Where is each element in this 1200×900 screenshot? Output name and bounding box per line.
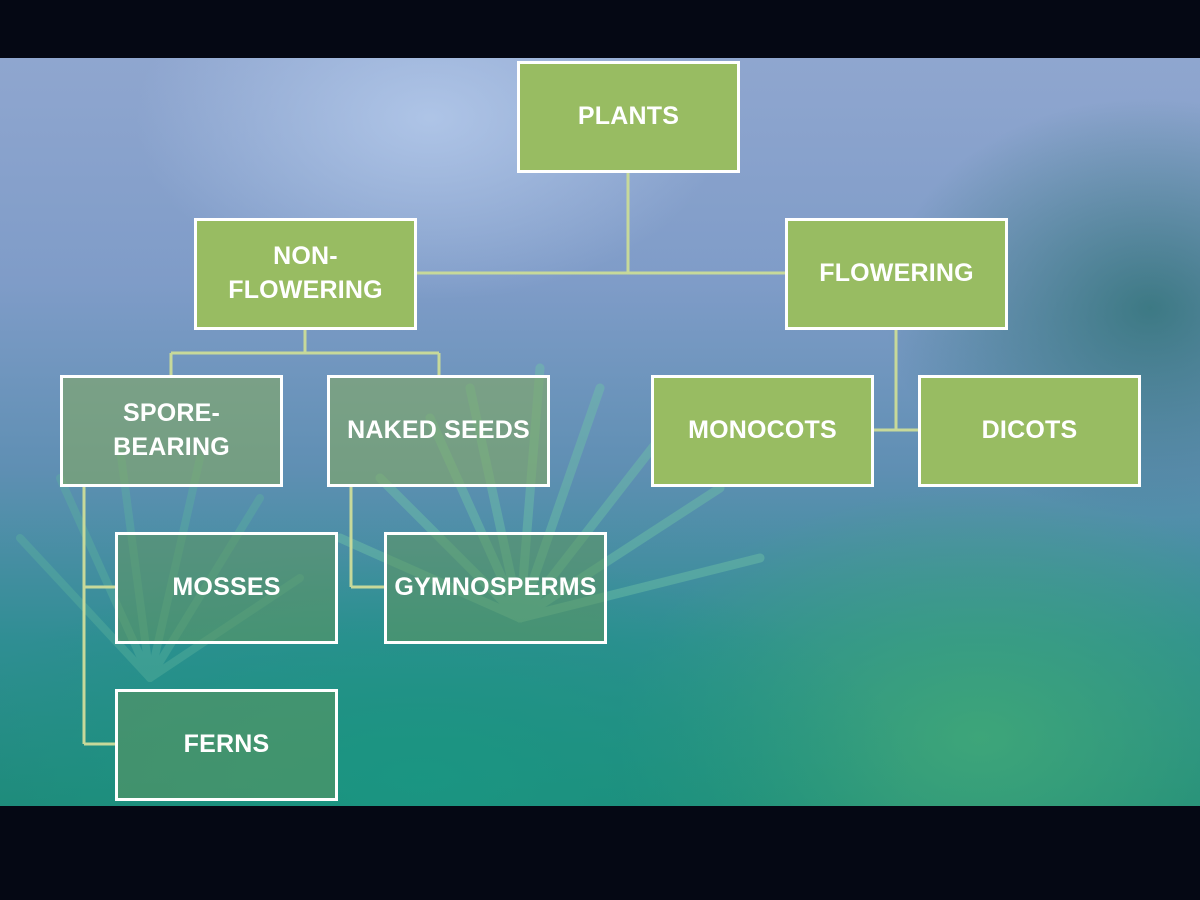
letterbox-top	[0, 0, 1200, 58]
node-plants: PLANTS	[517, 61, 740, 173]
node-ferns-label: FERNS	[183, 730, 270, 759]
node-non-flowering: NON- FLOWERING	[194, 218, 417, 330]
node-plants-label: PLANTS	[577, 102, 680, 131]
node-dicots: DICOTS	[918, 375, 1141, 487]
node-gymnosperms: GYMNOSPERMS	[384, 532, 607, 644]
node-flowering-label: FLOWERING	[819, 259, 974, 288]
node-naked-seeds: NAKED SEEDS	[327, 375, 550, 487]
node-ferns: FERNS	[115, 689, 338, 801]
node-mosses-label: MOSSES	[172, 573, 281, 602]
node-monocots: MONOCOTS	[651, 375, 874, 487]
node-monocots-label: MONOCOTS	[688, 416, 837, 445]
letterbox-bottom	[0, 806, 1200, 900]
node-spore-bearing-label: SPORE-BEARING	[113, 399, 230, 461]
node-naked-seeds-label: NAKED SEEDS	[347, 416, 530, 445]
node-non-flowering-label: NON- FLOWERING	[228, 242, 383, 304]
node-spore-bearing: SPORE-BEARING	[60, 375, 283, 487]
node-dicots-label: DICOTS	[981, 416, 1078, 445]
node-mosses: MOSSES	[115, 532, 338, 644]
node-flowering: FLOWERING	[785, 218, 1008, 330]
node-gymnosperms-label: GYMNOSPERMS	[394, 573, 597, 602]
